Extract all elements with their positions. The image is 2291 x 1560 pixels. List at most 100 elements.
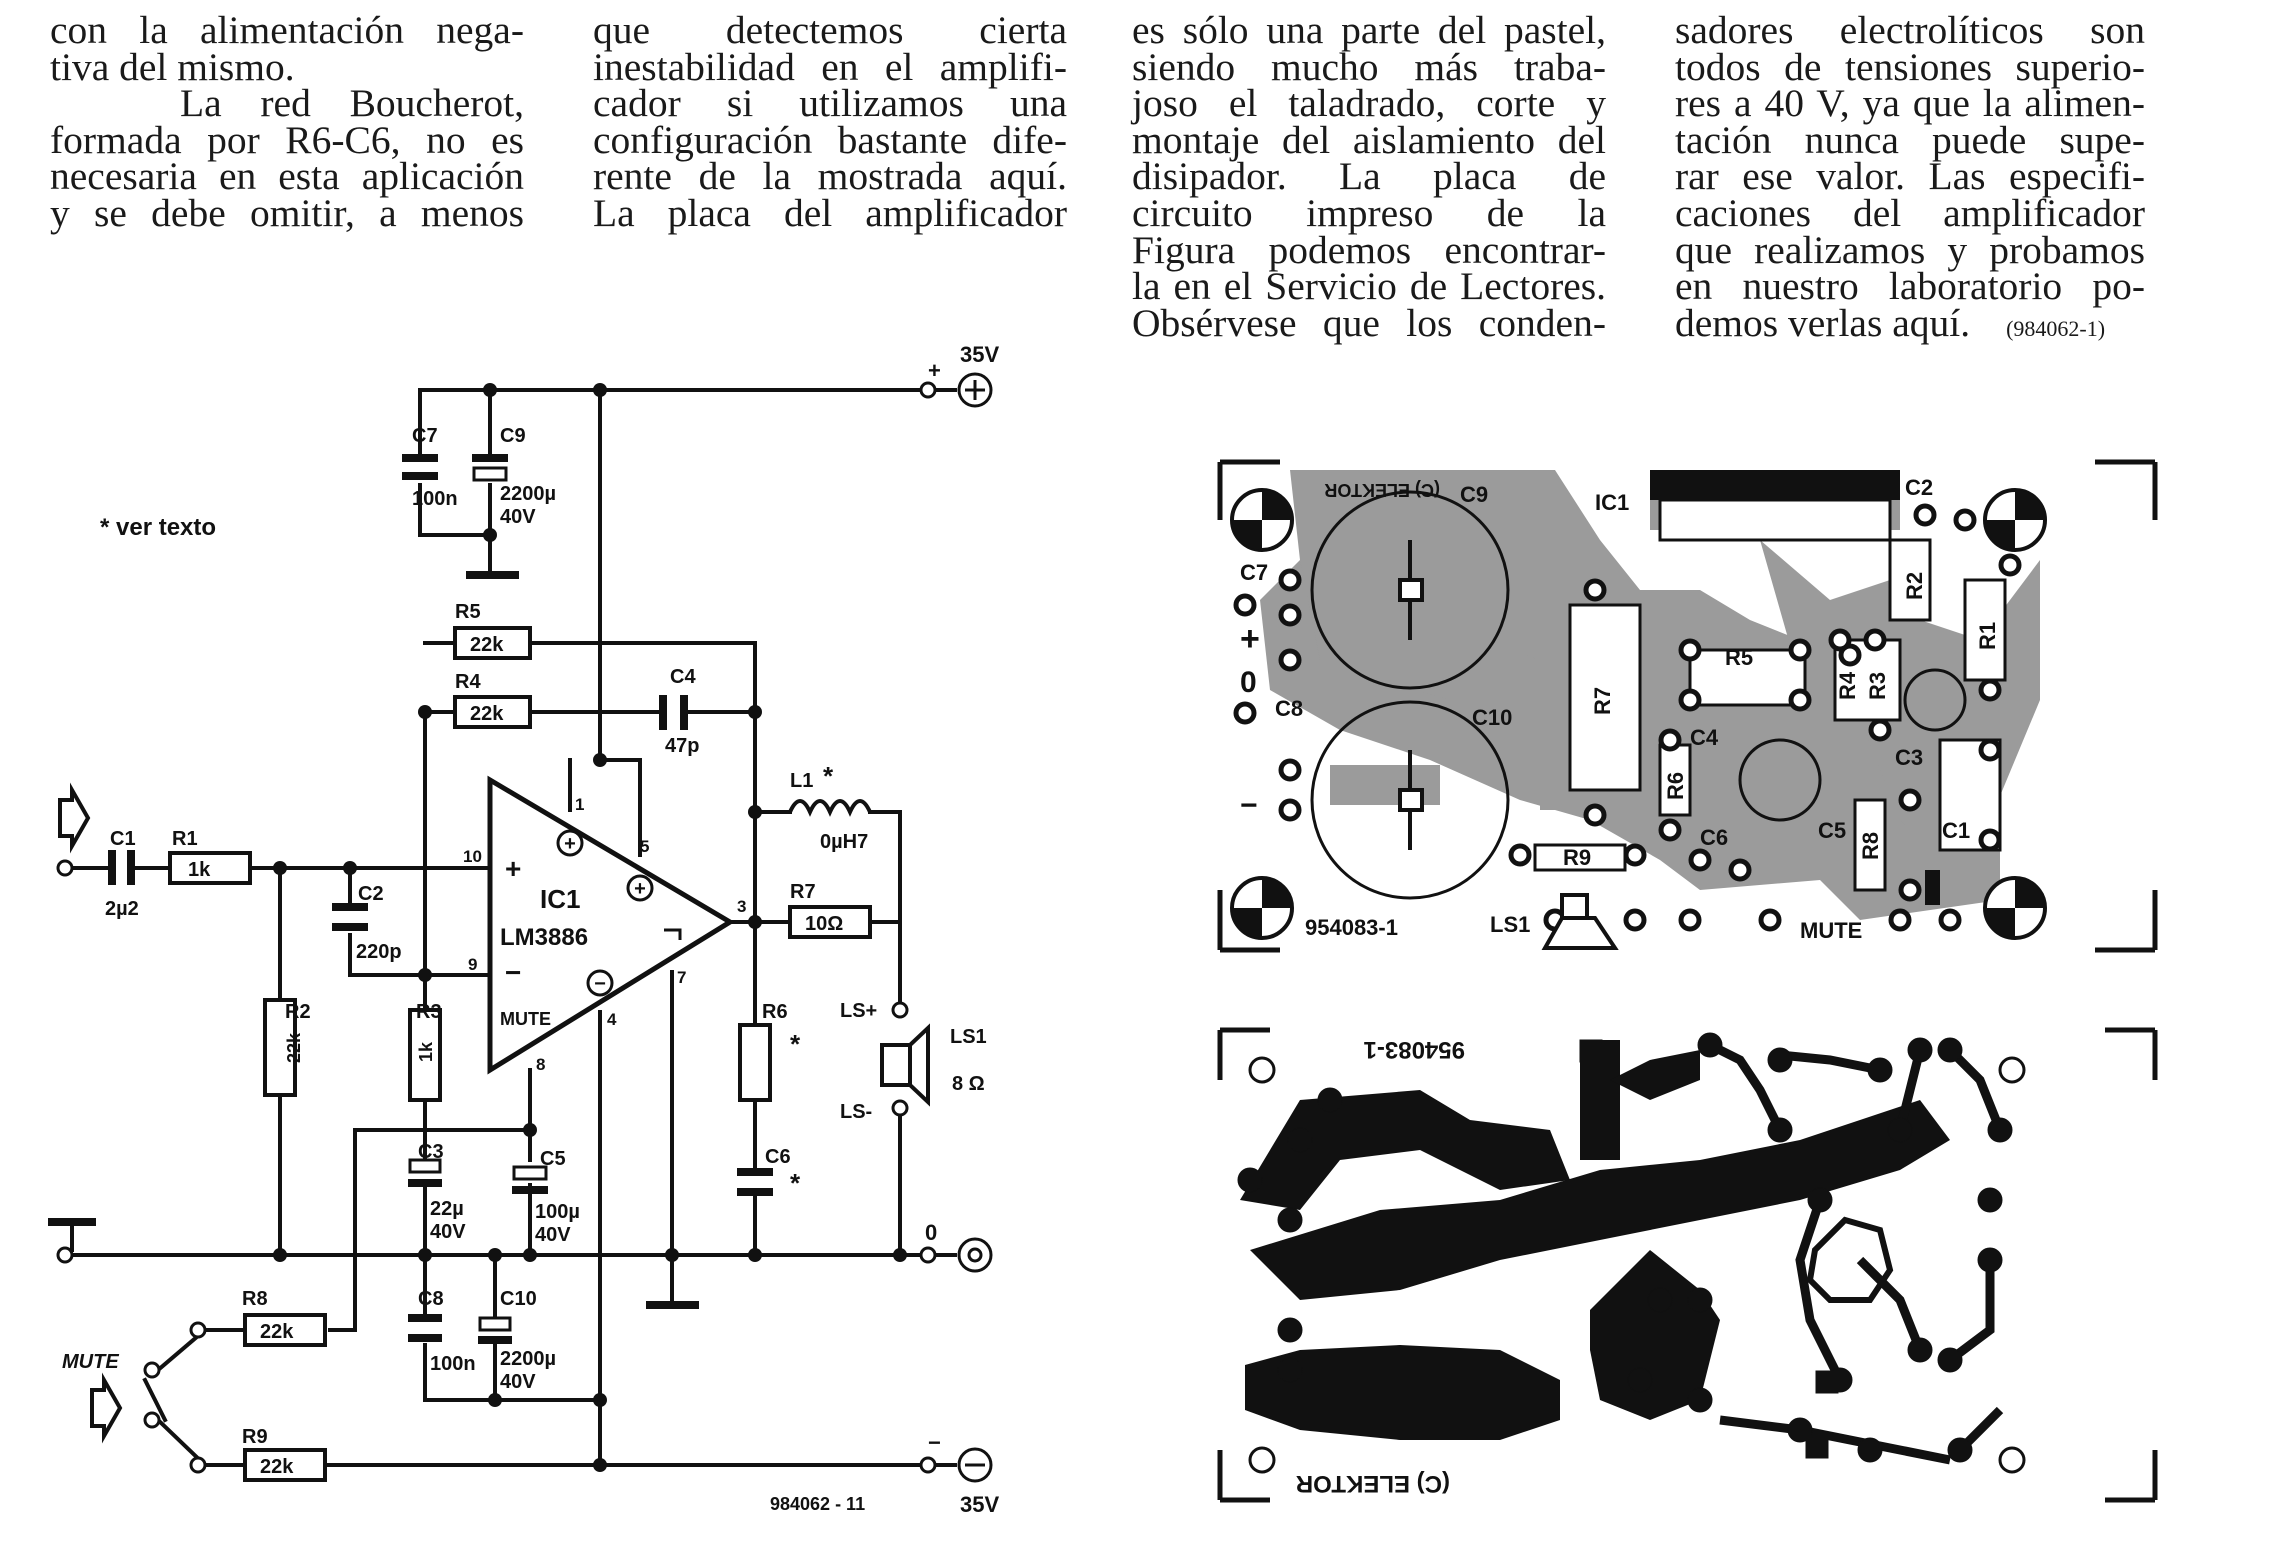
- pin-1: 1: [575, 795, 584, 814]
- text-line: rar ese valor. Las especifi-: [1675, 154, 2145, 199]
- text-line: tación nunca puede supe-: [1675, 117, 2145, 162]
- label-ls1: LS1: [950, 1026, 987, 1048]
- pcb-label-c1: C1: [1942, 818, 1970, 843]
- pcb-label-c5: C5: [1818, 818, 1846, 843]
- label-ls-plus: LS+: [840, 1000, 877, 1022]
- ground-terminal-icon: [957, 1237, 993, 1273]
- pcb-label-r4: R4: [1835, 671, 1860, 700]
- supply-positive-label: 35V: [960, 342, 999, 367]
- plus-circle-icon: +: [564, 833, 576, 855]
- text-line: La red Boucherot,: [180, 81, 524, 126]
- non-inverting-input-sign: +: [505, 853, 521, 884]
- pcb-label-r2: R2: [1902, 572, 1927, 600]
- pcb-label-c6: C6: [1700, 825, 1728, 850]
- text-line: montaje del aislamiento del: [1132, 117, 1606, 162]
- pcb-top-board: (C) ELEKTOR C9 IC1 C2 C7 + 0 − C8 C10 R7…: [1217, 459, 2158, 953]
- label-c9: C9: [500, 425, 526, 447]
- figure-ref: 984062 - 11: [770, 1494, 865, 1514]
- pcb-label-ls1: LS1: [1490, 912, 1530, 937]
- label-r5: R5: [455, 601, 481, 623]
- label-c10: C10: [500, 1288, 537, 1310]
- value-c2: 220p: [356, 941, 402, 963]
- text-line: y se debe omitir, a menos: [50, 190, 524, 235]
- label-r1: R1: [172, 828, 198, 850]
- text-line: en nuestro laboratorio po-: [1675, 264, 2145, 309]
- plus-circle-icon: +: [634, 878, 646, 900]
- asterisk-r6: *: [790, 1029, 801, 1059]
- value-c5-voltage: 40V: [535, 1224, 571, 1246]
- pcb-copper-board: 954083-1 (C) ELEKTOR: [1217, 1027, 2158, 1503]
- text-line: demos verlas aquí.(984062-1): [1675, 303, 2145, 348]
- pcb-label-r7: R7: [1590, 687, 1615, 715]
- text-line: inestabilidad en el amplifi-: [593, 44, 1067, 89]
- value-l1: 0µH7: [820, 831, 868, 853]
- value-c3: 22µ: [430, 1198, 464, 1220]
- text-line: que realizamos y probamos: [1675, 227, 2145, 272]
- pin-10: 10: [463, 847, 482, 866]
- pcb-label-board-number: 954083-1: [1305, 915, 1398, 940]
- pcb-label-c4: C4: [1690, 725, 1719, 750]
- pin-4: 4: [607, 1010, 617, 1029]
- text-line: la en el Servicio de Lectores.: [1132, 264, 1606, 309]
- label-l1: L1: [790, 770, 813, 792]
- pin-9: 9: [468, 955, 477, 974]
- copper-copyright: (C) ELEKTOR: [1296, 1470, 1450, 1497]
- pcb-label-r1: R1: [1975, 622, 2000, 650]
- value-r8: 22k: [260, 1321, 294, 1343]
- pcb-label-r3: R3: [1865, 672, 1890, 700]
- value-ls1: 8 Ω: [952, 1073, 985, 1095]
- pin-8: 8: [536, 1055, 545, 1074]
- text-line: cador si utilizamos una: [593, 81, 1067, 126]
- value-c10-voltage: 40V: [500, 1371, 536, 1393]
- minus-circle-icon: −: [594, 973, 606, 995]
- text-column-4: sadores electrolíticos son todos de tens…: [1675, 8, 2145, 348]
- label-r7: R7: [790, 881, 816, 903]
- ground-label: 0: [925, 1220, 937, 1245]
- pcb-label-c2: C2: [1905, 475, 1933, 500]
- value-r1: 1k: [188, 859, 211, 881]
- mute-label: MUTE: [62, 1351, 119, 1373]
- label-c7: C7: [412, 425, 438, 447]
- value-c1: 2µ2: [105, 898, 139, 920]
- supply-positive-icon: [957, 372, 993, 408]
- text-column-3: es sólo una parte del pastel, siendo muc…: [1132, 8, 1606, 342]
- pcb-label-c8: C8: [1275, 696, 1303, 721]
- text-line: La placa del amplificador: [593, 190, 1067, 235]
- asterisk-c6: *: [790, 1168, 801, 1198]
- value-r7: 10Ω: [805, 913, 843, 935]
- text-line: sadores electrolíticos son: [1675, 8, 2145, 52]
- pcb-label-mute: MUTE: [1800, 918, 1862, 943]
- value-c7: 100n: [412, 488, 458, 510]
- input-arrow-icon: [58, 782, 91, 854]
- text-line: joso el taladrado, corte y: [1132, 81, 1606, 126]
- pcb-label-minus: −: [1240, 789, 1258, 822]
- supply-negative-icon: [957, 1447, 993, 1483]
- text-line: tiva del mismo.: [50, 44, 295, 89]
- value-c9-voltage: 40V: [500, 506, 536, 528]
- mute-arrow-icon: [90, 1372, 123, 1444]
- pcb-label-c10: C10: [1472, 705, 1512, 730]
- pcb-label-plus: +: [1240, 620, 1260, 658]
- label-c5: C5: [540, 1148, 566, 1170]
- value-r3: 1k: [416, 1041, 436, 1062]
- pcb-label-ic1: IC1: [1595, 490, 1629, 515]
- text-line: es sólo una parte del pastel,: [1132, 8, 1606, 52]
- text-line: res a 40 V, ya que la alimen-: [1675, 81, 2145, 126]
- text-line: formada por R6-C6, no es: [50, 117, 524, 162]
- label-c4: C4: [670, 666, 696, 688]
- pcb-label-r5: R5: [1725, 645, 1753, 670]
- value-c10: 2200µ: [500, 1348, 556, 1370]
- label-r6: R6: [762, 1001, 788, 1023]
- value-c8: 100n: [430, 1353, 476, 1375]
- label-c1: C1: [110, 828, 136, 850]
- label-c2: C2: [358, 883, 384, 905]
- text-line: necesaria en esta aplicación: [50, 154, 524, 199]
- value-c9: 2200µ: [500, 483, 556, 505]
- ic-name: IC1: [540, 884, 580, 914]
- text-line: Figura podemos encontrar-: [1132, 227, 1606, 272]
- label-r4: R4: [455, 671, 481, 693]
- value-c3-voltage: 40V: [430, 1221, 466, 1243]
- label-r8: R8: [242, 1288, 268, 1310]
- text-line: con la alimentación nega-: [50, 8, 524, 52]
